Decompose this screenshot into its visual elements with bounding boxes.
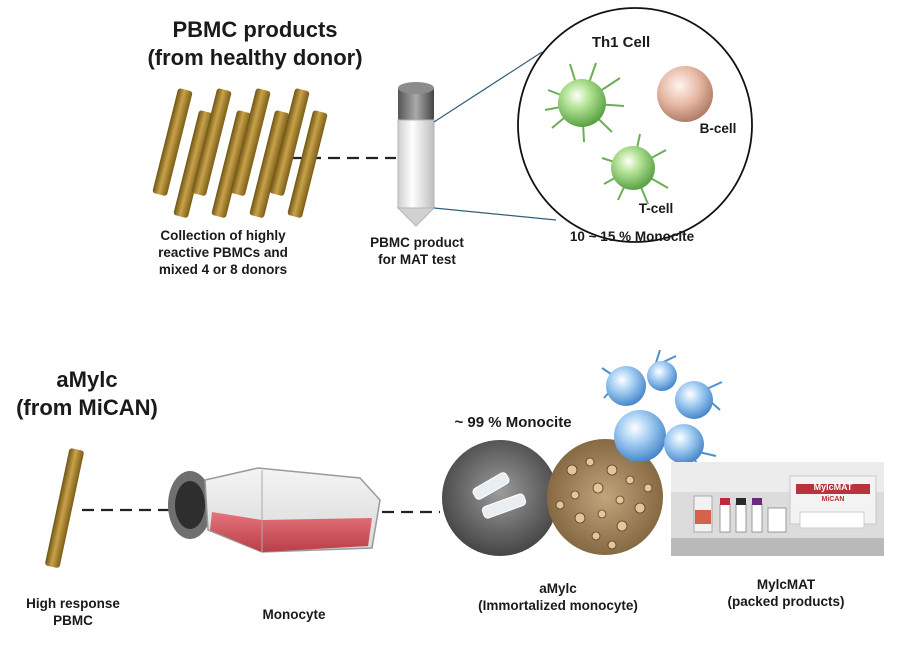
monocyte-cell-2 <box>647 361 677 391</box>
vial-caption: PBMC product for MAT test <box>352 235 482 269</box>
magnified-cell-circle <box>517 7 753 243</box>
packed-products-photo <box>671 462 884 556</box>
collection-line2: reactive PBMCs and <box>158 244 288 260</box>
pbmc-straws-icon <box>152 88 328 218</box>
t-cell-body <box>611 146 655 190</box>
collection-caption: Collection of highly reactive PBMCs and … <box>138 228 308 279</box>
th1-cell-body <box>558 79 606 127</box>
zoom-line-upper <box>433 51 543 123</box>
cryotube-photo-icon <box>442 440 558 556</box>
vial-line2: for MAT test <box>378 251 456 267</box>
cryotubes-icon <box>472 472 527 519</box>
monocyte-cell-4 <box>614 410 666 462</box>
cryovial-icon <box>396 82 436 227</box>
high-response-line2: PBMC <box>53 612 93 628</box>
top-monocyte-percent: 10 ~ 15 % Monocite <box>569 229 695 244</box>
amylc-line1: aMylc <box>539 581 577 596</box>
micrograph-cells <box>555 457 653 550</box>
bottom-monocyte-percent: ~ 99 % Monocite <box>454 414 572 431</box>
b-cell-icon <box>657 66 713 122</box>
collection-line1: Collection of highly <box>160 228 286 243</box>
top-title-line2: (from healthy donor) <box>147 44 363 70</box>
amylc-caption: aMylc (Immortalized monocyte) <box>466 581 650 615</box>
product-line2: (packed products) <box>727 593 845 609</box>
culture-flask-icon <box>168 467 381 553</box>
product-caption: MylcMAT (packed products) <box>716 577 856 611</box>
bottom-title: aMylc (from MiCAN) <box>12 366 162 421</box>
amylc-line2: (Immortalized monocyte) <box>478 597 638 613</box>
vial-line1: PBMC product <box>370 235 464 250</box>
top-title-line1: PBMC products <box>172 17 338 42</box>
monocyte-cell-3 <box>675 381 713 419</box>
t-cell-label: T-cell <box>638 201 674 216</box>
high-response-line1: High response <box>26 596 120 611</box>
collection-line3: mixed 4 or 8 donors <box>158 261 288 277</box>
th1-cell-label: Th1 Cell <box>591 34 651 51</box>
high-response-straw-icon <box>45 448 84 568</box>
top-title: PBMC products (from healthy donor) <box>140 16 370 71</box>
monocyte-cell-5 <box>664 424 704 464</box>
bottom-title-line2: (from MiCAN) <box>16 394 158 420</box>
b-cell-label: B-cell <box>699 121 737 136</box>
flask-caption: Monocyte <box>262 607 326 622</box>
monocyte-cell-1 <box>606 366 646 406</box>
product-line1: MylcMAT <box>756 577 816 592</box>
zoom-line-lower <box>433 207 557 221</box>
product-box-brand: MylcMAT <box>813 482 853 492</box>
high-response-caption: High response PBMC <box>8 596 138 630</box>
bottom-title-line1: aMylc <box>56 367 118 392</box>
product-box-sub: MiCAN <box>821 496 845 503</box>
